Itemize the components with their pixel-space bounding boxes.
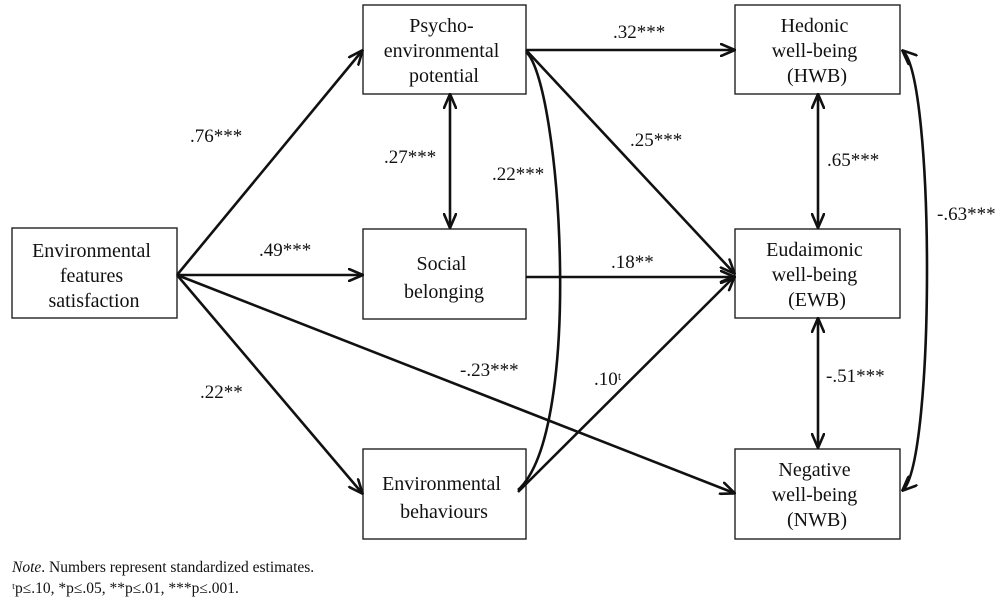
coef-behaviours-ewb: .10ᵗ (594, 369, 622, 390)
arrow-hwb-nwb-curve (903, 51, 929, 490)
coef-hwb-nwb: -.63*** (937, 204, 996, 225)
note-significance: ᵗp≤.10, *p≤.05, **p≤.01, ***p≤.001. (12, 580, 239, 597)
arrow-psycho-to-ewb (525, 49, 734, 273)
box-negative-well-being: Negative well-being (NWB) (734, 448, 901, 540)
coef-hwb-ewb: .65*** (827, 150, 879, 171)
coef-efs-psycho: .76*** (190, 126, 242, 147)
arrow-behaviours-to-ewb (517, 277, 734, 493)
box-hedonic-well-being: Hedonic well-being (HWB) (734, 4, 901, 95)
box-environmental-behaviours: Environmental behaviours (362, 448, 527, 540)
note-line-1: Note. Numbers represent standardized est… (12, 557, 314, 578)
box-social-belonging: Social belonging (362, 228, 527, 320)
coef-ewb-nwb: -.51*** (826, 366, 885, 387)
figure-note: Note. Numbers represent standardized est… (12, 557, 314, 599)
coef-efs-behaviours: .22** (200, 382, 243, 403)
coef-psycho-hwb: .32*** (613, 22, 665, 43)
arrow-efs-to-nwb (176, 273, 734, 493)
svg-text:Environmental behaviours: Environmental behaviours (382, 473, 506, 523)
note-text: . Numbers represent standardized estimat… (41, 559, 315, 576)
path-diagram: Environmental features satisfaction Psyc… (11, 4, 996, 540)
box-environmental-features-satisfaction: Environmental features satisfaction (11, 227, 178, 319)
svg-text:Environmental features: Environmental features satisfaction (32, 240, 156, 312)
svg-text:Psycho- environmental: Psycho- environmental potential (384, 15, 505, 87)
coef-efs-nwb: -.23*** (460, 360, 519, 381)
coef-social-ewb: .18** (611, 252, 654, 273)
coef-psycho-ewb: .25*** (630, 130, 682, 151)
box-eudaimonic-well-being: Eudaimonic well-being (EWB) (734, 228, 901, 319)
svg-text:Negative well-being: Negative well-being (NWB) (772, 459, 863, 531)
coef-psycho-social: .27*** (384, 147, 436, 168)
svg-text:Hedonic well-being: Hedonic well-being (HWB) (772, 15, 863, 87)
svg-text:Eudaimonic well-being: Eudaimonic well-being (EWB) (766, 239, 868, 311)
coef-psycho-behaviours: .22*** (492, 164, 544, 185)
svg-text:Social belonging: Social belonging (404, 253, 484, 303)
note-label: Note (12, 559, 42, 576)
box-psycho-environmental-potential: Psycho- environmental potential (362, 4, 527, 95)
arrow-psycho-behaviours-curve (517, 51, 562, 491)
coef-efs-social: .49*** (259, 240, 311, 261)
arrow-efs-to-behaviours (176, 274, 362, 493)
arrow-efs-to-psycho (175, 51, 362, 276)
